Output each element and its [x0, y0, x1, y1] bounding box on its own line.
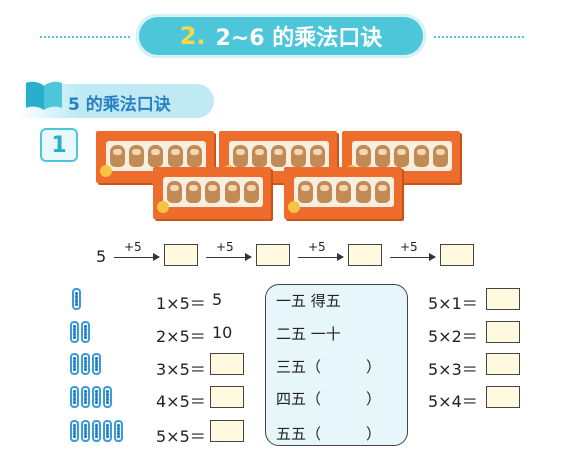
right-equation-2: 5×2＝: [428, 327, 478, 346]
verse-5[interactable]: 五五（ ）: [276, 425, 382, 443]
step-label: +5: [124, 240, 142, 254]
equation-5-answer-box[interactable]: [210, 420, 244, 442]
right-equation-3-answer-box[interactable]: [486, 353, 520, 375]
title-number: 2.: [179, 22, 206, 50]
equation-3: 3×5＝: [156, 360, 206, 379]
book-icon: [26, 81, 62, 110]
equation-4: 4×5＝: [156, 392, 206, 411]
right-equation-4-answer-box[interactable]: [486, 386, 520, 408]
sequence-answer-box[interactable]: [440, 244, 474, 266]
equation-4-answer-box[interactable]: [210, 386, 244, 408]
step-arrow: [390, 253, 436, 261]
sequence-start: 5: [96, 247, 107, 266]
right-equation-1-answer-box[interactable]: [486, 288, 520, 310]
title-right-dots: [434, 36, 524, 38]
bear-box: [153, 167, 271, 219]
equation-2: 2×5＝: [156, 327, 206, 346]
equation-3-answer-box[interactable]: [210, 353, 244, 375]
equation-5: 5×5＝: [156, 427, 206, 446]
bear-box: [284, 167, 402, 219]
step-label: +5: [216, 240, 234, 254]
right-equation-4: 5×4＝: [428, 392, 478, 411]
verse-panel: [265, 284, 408, 446]
step-label: +5: [400, 240, 418, 254]
right-equation-2-answer-box[interactable]: [486, 321, 520, 343]
equation-1: 1×5＝: [156, 294, 206, 313]
step-arrow: [298, 253, 344, 261]
step-arrow: [206, 253, 252, 261]
right-equation-3: 5×3＝: [428, 360, 478, 379]
step-arrow: [114, 253, 160, 261]
equation-2-answer: 10: [212, 323, 233, 342]
right-equation-1: 5×1＝: [428, 294, 478, 313]
section-label: 5 的乘法口诀: [68, 95, 171, 115]
step-label: +5: [308, 240, 326, 254]
sequence-answer-box[interactable]: [348, 244, 382, 266]
verse-1: 一五 得五: [276, 292, 341, 310]
page-title: 2. 2~6 的乘法口诀: [136, 14, 426, 58]
verse-4[interactable]: 四五（ ）: [276, 390, 382, 408]
title-text: 2~6 的乘法口诀: [215, 26, 383, 51]
verse-3[interactable]: 三五（ ）: [276, 358, 382, 376]
verse-2: 二五 一十: [276, 325, 341, 343]
bear-box: [96, 131, 214, 183]
sequence-answer-box[interactable]: [164, 244, 198, 266]
equation-1-answer: 5: [212, 290, 223, 309]
title-left-dots: [40, 36, 130, 38]
sequence-answer-box[interactable]: [256, 244, 290, 266]
question-number: 1: [40, 128, 78, 162]
